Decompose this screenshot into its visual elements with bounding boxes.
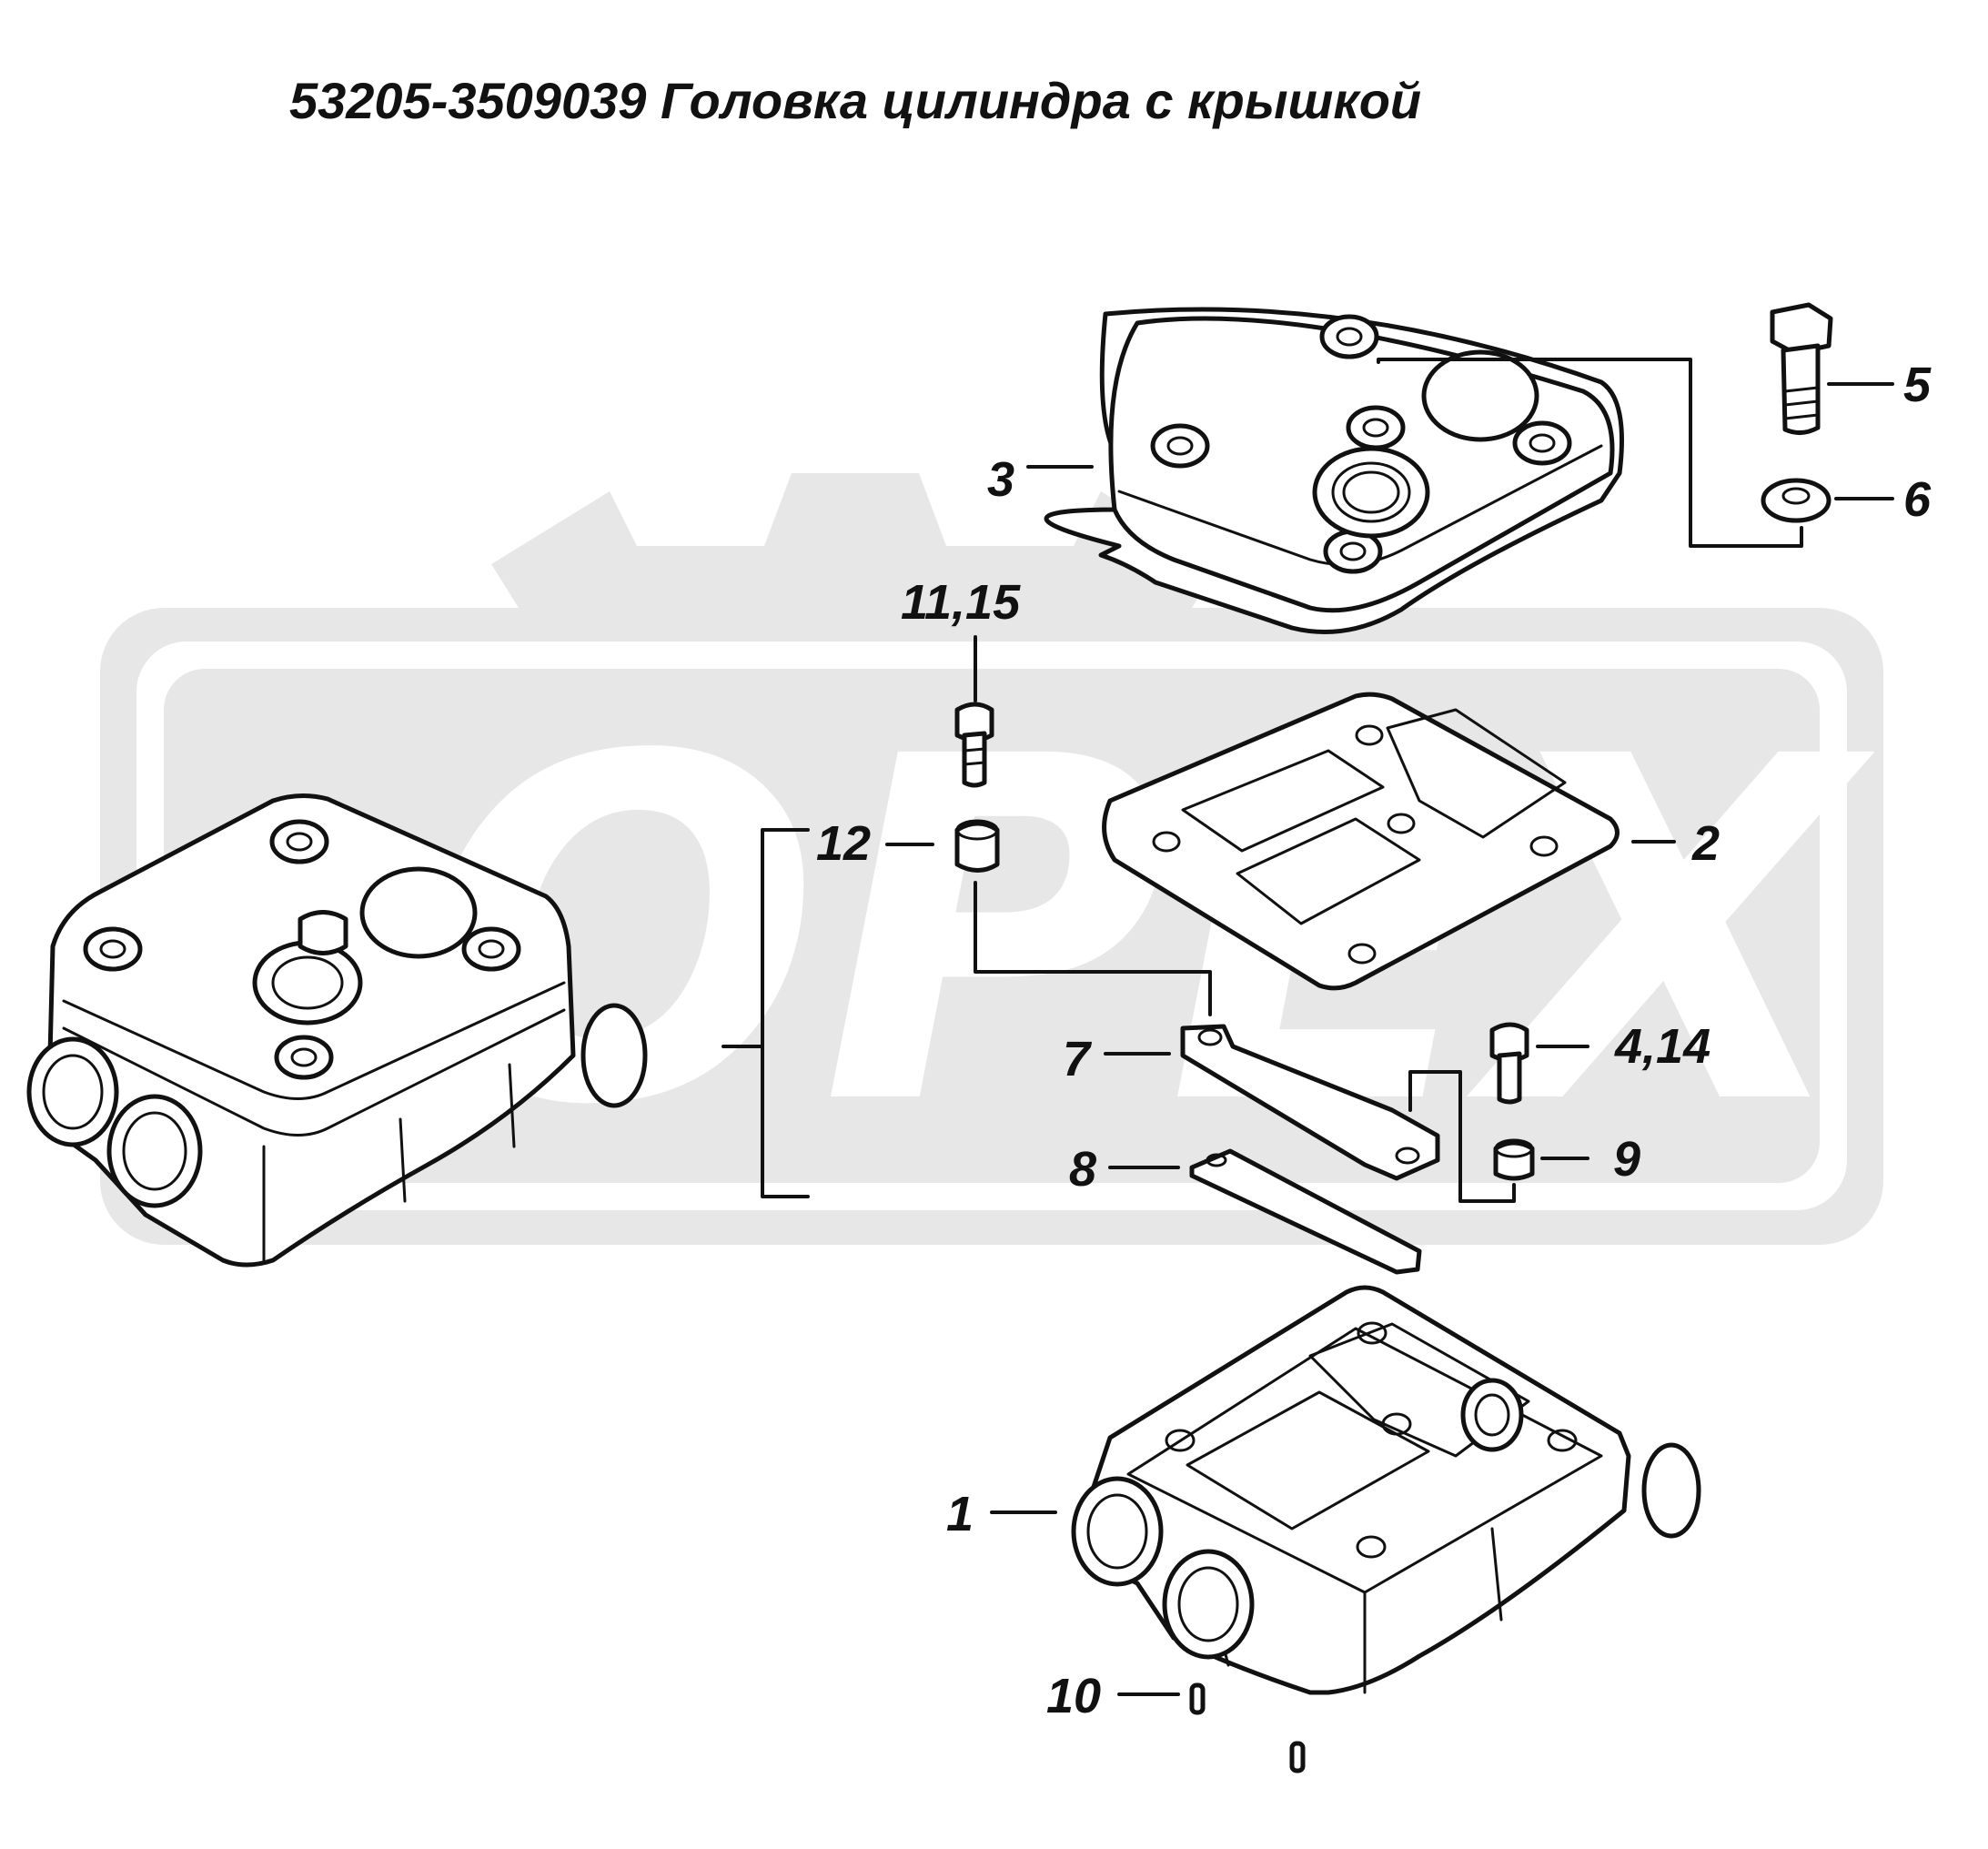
- part-11-15-screw: [954, 702, 994, 788]
- part-12-sleeve: [954, 819, 1000, 873]
- callout-1: 1: [946, 1487, 974, 1541]
- callout-12: 12: [816, 816, 872, 871]
- part-2-gasket: [1102, 692, 1620, 991]
- part-8-strip: [1189, 1148, 1422, 1275]
- leader-12-bracket-left: [761, 828, 810, 1198]
- callout-4-14: 4,14: [1615, 1019, 1711, 1074]
- leader-lines: [722, 358, 1894, 1696]
- callout-7: 7: [1063, 1032, 1091, 1086]
- callout-3: 3: [987, 452, 1015, 507]
- leader-4-9-bracket: [1408, 1070, 1516, 1203]
- part-7-plate: [1180, 1024, 1440, 1181]
- watermark-text: OPEX: [419, 657, 1875, 1208]
- callout-6: 6: [1903, 472, 1932, 527]
- part-9-sleeve: [1493, 1138, 1535, 1181]
- callout-11-15: 11,15: [901, 575, 1021, 630]
- callout-5: 5: [1903, 358, 1932, 412]
- part-3-cover: [1044, 307, 1624, 634]
- part-5-bolt: [1770, 302, 1833, 435]
- assembled-cylinder-head: [26, 793, 648, 1268]
- part-1-cylinder-head: [1071, 1285, 1701, 1695]
- leader-12-bracket-right: [974, 881, 1212, 1016]
- part-10-pin: [1189, 1682, 1306, 1773]
- part-6-washer: [1761, 478, 1832, 523]
- callout-9: 9: [1613, 1132, 1641, 1187]
- callout-8: 8: [1069, 1142, 1097, 1197]
- diagram-title: 53205-3509039 Головка цилиндра с крышкой: [289, 72, 1422, 129]
- callout-10: 10: [1046, 1669, 1102, 1723]
- leader-5-6-bracket: [1377, 358, 1803, 548]
- callout-2: 2: [1692, 816, 1721, 871]
- part-4-14-screw: [1489, 1022, 1529, 1105]
